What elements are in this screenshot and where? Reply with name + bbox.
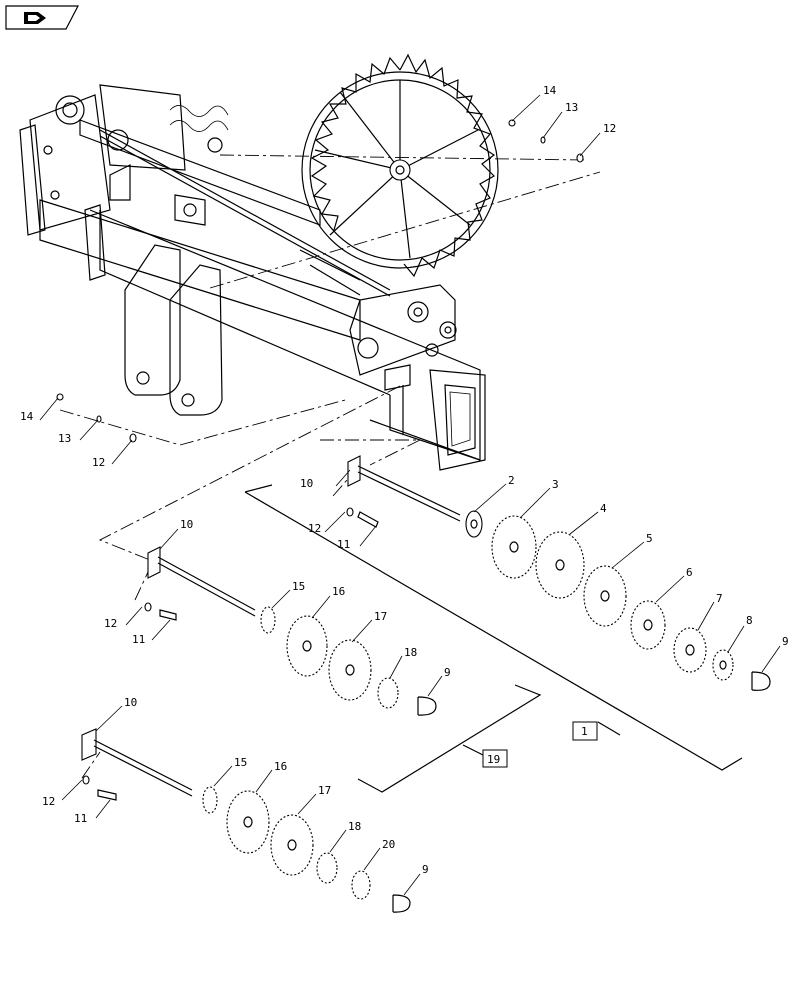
callout-20: 20 — [382, 838, 395, 851]
callout-11: 11 — [337, 538, 350, 551]
callout-14: 14 — [543, 84, 557, 97]
callout-16: 16 — [332, 585, 345, 598]
callout-15: 15 — [292, 580, 305, 593]
shaft-assembly-1 — [346, 455, 771, 691]
hardware-upper-right — [56, 119, 584, 443]
shaft-assembly-2 — [144, 546, 437, 716]
callout-11: 11 — [74, 812, 87, 825]
callout-labels: 14 13 12 14 13 12 10 12 11 2 3 4 5 6 7 8… — [20, 84, 789, 876]
callout-4: 4 — [600, 502, 607, 515]
callout-12: 12 — [92, 456, 105, 469]
lockwasher-13 — [540, 136, 546, 144]
callout-7: 7 — [716, 592, 723, 605]
shaft-assembly-3 — [81, 728, 411, 913]
svg-text:19: 19 — [487, 753, 500, 766]
bolt-14 — [508, 119, 516, 127]
alignment-lines — [59, 154, 601, 779]
callout-17: 17 — [318, 784, 331, 797]
callout-9: 9 — [782, 635, 789, 648]
callout-10: 10 — [124, 696, 137, 709]
callout-18: 18 — [404, 646, 417, 659]
assembly-box-1[interactable]: 1 — [572, 721, 598, 741]
washer-12 — [576, 153, 584, 163]
callout-12: 12 — [42, 795, 55, 808]
assembly-brackets — [244, 484, 743, 793]
callout-6: 6 — [686, 566, 693, 579]
callout-9: 9 — [422, 863, 429, 876]
callout-2: 2 — [508, 474, 515, 487]
callout-10: 10 — [300, 477, 313, 490]
callout-9: 9 — [444, 666, 451, 679]
callout-15: 15 — [234, 756, 247, 769]
callout-13: 13 — [58, 432, 71, 445]
callout-11: 11 — [132, 633, 145, 646]
callout-16: 16 — [274, 760, 287, 773]
callout-14: 14 — [20, 410, 34, 423]
assembly-box-19[interactable]: 19 — [482, 749, 508, 768]
callout-17: 17 — [374, 610, 387, 623]
next-page-arrow-icon[interactable] — [5, 5, 79, 30]
callout-12: 12 — [104, 617, 117, 630]
callout-13: 13 — [565, 101, 578, 114]
frame-assembly — [19, 84, 486, 471]
callout-3: 3 — [552, 478, 559, 491]
svg-text:1: 1 — [581, 725, 588, 738]
callout-10: 10 — [180, 518, 193, 531]
pickup-wheel — [299, 53, 499, 296]
leader-lines — [39, 94, 781, 896]
callout-5: 5 — [646, 532, 653, 545]
callout-8: 8 — [746, 614, 753, 627]
callout-18: 18 — [348, 820, 361, 833]
callout-12: 12 — [308, 522, 321, 535]
callout-12: 12 — [603, 122, 616, 135]
